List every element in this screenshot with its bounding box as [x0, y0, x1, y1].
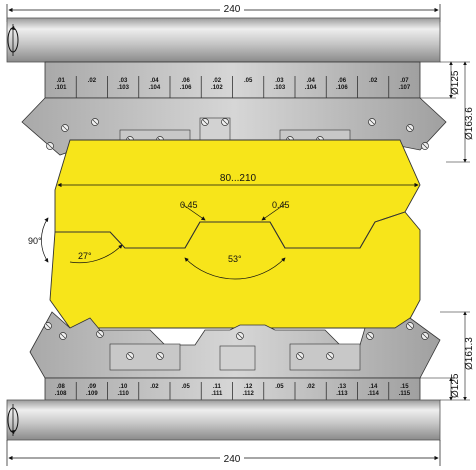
- screw-icon: [46, 142, 54, 150]
- top-segment-code-2-1: .103: [117, 85, 129, 91]
- screw-icon: [44, 322, 52, 330]
- right-dimensions-bottom: Ø125 Ø161.3: [420, 311, 475, 401]
- bottom-tool-stack: [44, 377, 421, 401]
- bottom-segment-code-4-0: .05: [181, 384, 190, 390]
- top-segment-code-5-1: .102: [211, 85, 223, 91]
- top-width-dimension: 240: [6, 3, 441, 22]
- top-segment-code-0-1: .101: [55, 85, 67, 91]
- screw-icon: [406, 124, 414, 132]
- bottom-segment-code-5-0: .11: [213, 384, 222, 390]
- bottom-segment-code-2-1: .110: [117, 391, 129, 397]
- screw-icon: [91, 118, 99, 126]
- adjust-range-label: 80...210: [220, 173, 257, 184]
- top-segment-code-8-0: .04: [306, 78, 315, 84]
- top-segment-code-8-1: .104: [305, 85, 317, 91]
- rotation-arrow-icon: [7, 404, 19, 436]
- bottom-segment-code-0-1: .108: [55, 391, 67, 397]
- top-segment-code-0-0: .01: [56, 78, 65, 84]
- top-segment-code-6-0: .05: [244, 78, 253, 84]
- offset-annotations: 0.45 0.45: [180, 200, 290, 221]
- bottom-segment-code-11-1: .115: [399, 391, 411, 397]
- screw-icon: [296, 352, 304, 360]
- top-shaft: [6, 17, 441, 63]
- rotation-arrow-icon: [7, 24, 19, 56]
- top-segment-code-1-0: .02: [88, 78, 97, 84]
- top-segment-code-9-0: .06: [338, 78, 347, 84]
- screw-icon: [368, 118, 376, 126]
- bottom-outer-diameter: Ø161.3: [464, 337, 475, 370]
- screw-icon: [59, 332, 67, 340]
- adjust-range-dimension: 80...210: [57, 173, 419, 188]
- bottom-segment-code-6-0: .12: [244, 384, 253, 390]
- bottom-segment-code-10-0: .14: [369, 384, 378, 390]
- bottom-tool-body: [29, 311, 441, 379]
- bottom-segment-code-1-0: .09: [88, 384, 97, 390]
- top-segment-code-2-0: .03: [119, 78, 128, 84]
- top-segment-code-4-1: .106: [180, 85, 192, 91]
- top-segment-code-3-1: .104: [149, 85, 161, 91]
- bottom-segment-code-1-1: .109: [86, 391, 98, 397]
- bottom-segment-code-3-0: .02: [150, 384, 159, 390]
- screw-icon: [126, 352, 134, 360]
- bottom-segment-code-9-0: .13: [338, 384, 347, 390]
- bottom-segment-code-2-0: .10: [119, 384, 128, 390]
- screw-icon: [366, 332, 374, 340]
- screw-icon: [61, 124, 69, 132]
- screw-icon: [236, 332, 244, 340]
- screw-icon: [326, 352, 334, 360]
- top-segment-codes: .01.101.02.03.103.04.104.06.106.02.102.0…: [55, 78, 411, 91]
- angle-left-side: 90°: [28, 236, 42, 246]
- bottom-segment-code-0-0: .08: [56, 384, 65, 390]
- top-segment-code-9-1: .106: [336, 85, 348, 91]
- bottom-segment-code-7-0: .05: [275, 384, 284, 390]
- top-width-label: 240: [224, 4, 241, 15]
- bottom-shaft: [6, 399, 441, 441]
- bottom-segment-codes: .08.108.09.109.10.110.02.05.11.111.12.11…: [55, 384, 411, 397]
- bottom-segment-code-10-1: .114: [367, 391, 379, 397]
- top-segment-code-3-0: .04: [150, 78, 159, 84]
- angle-left-bevel: 27°: [78, 251, 92, 261]
- top-segment-code-7-1: .103: [274, 85, 286, 91]
- bottom-segment-code-5-1: .111: [211, 391, 223, 397]
- screw-icon: [421, 332, 429, 340]
- bottom-segment-code-8-0: .02: [306, 384, 315, 390]
- top-segment-code-11-0: .07: [400, 78, 409, 84]
- right-dimensions-top: Ø125 Ø163.6: [420, 61, 475, 163]
- top-segment-code-5-0: .02: [213, 78, 222, 84]
- top-outer-diameter: Ø163.6: [464, 107, 475, 140]
- bottom-segment-code-9-1: .113: [336, 391, 348, 397]
- bottom-inner-diameter: Ø125: [450, 373, 461, 398]
- top-inner-diameter: Ø125: [450, 70, 461, 95]
- bottom-segment-code-6-1: .112: [242, 391, 254, 397]
- screw-icon: [156, 352, 164, 360]
- top-segment-code-10-0: .02: [369, 78, 378, 84]
- top-segment-code-11-1: .107: [399, 85, 411, 91]
- screw-icon: [221, 118, 229, 126]
- top-tool-stack: [44, 61, 421, 99]
- screw-icon: [96, 330, 104, 338]
- screw-icon: [421, 142, 429, 150]
- bottom-width-label: 240: [224, 454, 241, 465]
- top-segment-code-4-0: .06: [181, 78, 190, 84]
- angle-center-vee: 53°: [228, 254, 242, 264]
- angle-annotations: 90° 27° 53°: [28, 217, 286, 280]
- bottom-segment-code-11-0: .15: [400, 384, 409, 390]
- screw-icon: [201, 118, 209, 126]
- offset-left-label: 0.45: [180, 200, 198, 210]
- bottom-width-dimension: 240: [6, 440, 441, 466]
- offset-right-label: 0.45: [272, 200, 290, 210]
- screw-icon: [406, 322, 414, 330]
- top-segment-code-7-0: .03: [275, 78, 284, 84]
